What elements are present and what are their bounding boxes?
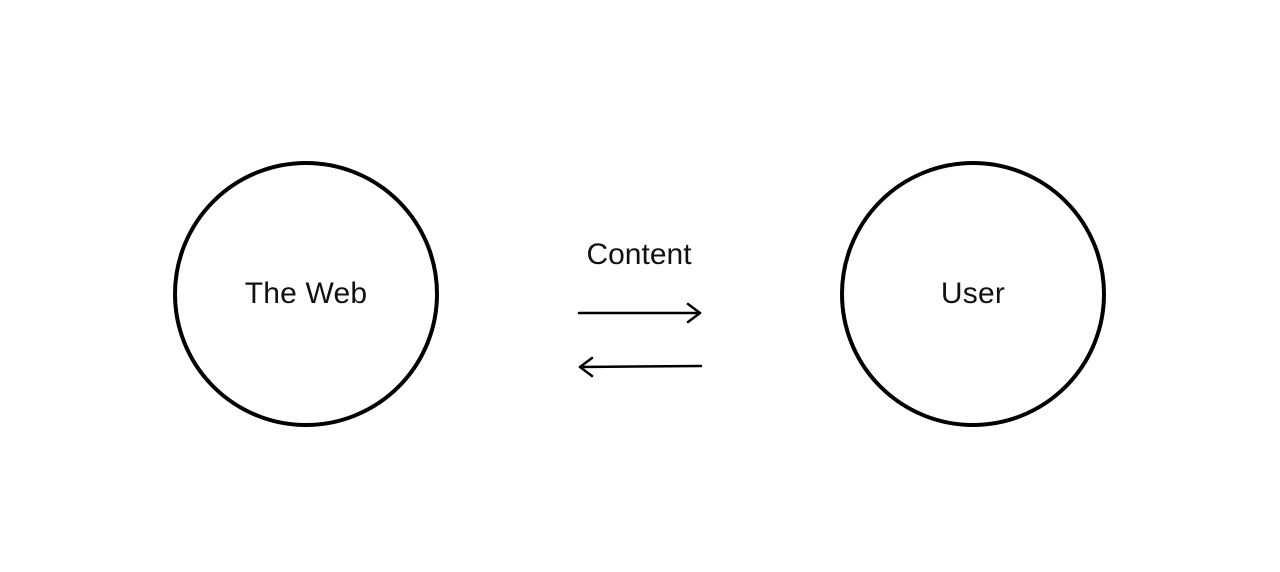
web-node: The Web (173, 161, 439, 427)
user-node: User (840, 161, 1106, 427)
content-edge-label: Content (586, 238, 692, 271)
user-node-label: User (940, 277, 1006, 310)
arrow-user-to-web (578, 356, 703, 378)
web-node-label: The Web (244, 277, 368, 310)
arrow-web-to-user (577, 302, 702, 324)
